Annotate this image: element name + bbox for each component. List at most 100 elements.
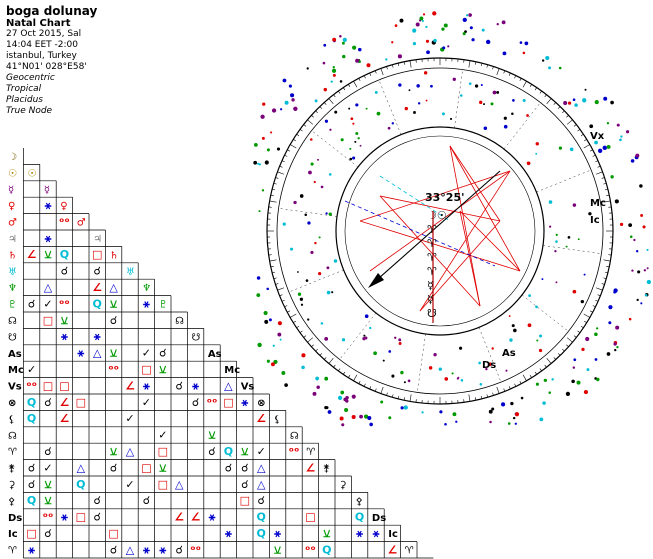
degree-tick <box>553 357 556 360</box>
house-mark <box>549 225 552 228</box>
house-mark <box>565 245 568 248</box>
degree-tick <box>566 119 573 125</box>
inner-ring <box>344 135 536 327</box>
house-mark <box>329 128 332 131</box>
outer-mark <box>301 365 305 370</box>
degree-tick <box>597 165 601 168</box>
aspect-symbol: ⚹ <box>273 527 281 540</box>
stellium-glyph: ♈ <box>427 265 437 278</box>
aspect-symbol: ✓ <box>257 445 266 458</box>
house-mark <box>307 221 311 225</box>
grid-row-glyph: ☿ <box>8 185 14 196</box>
outer-mark <box>616 123 620 127</box>
degree-tick <box>380 68 384 76</box>
aspect-symbol: ∠ <box>27 248 37 261</box>
house-mark <box>349 157 353 161</box>
house-mark <box>398 83 402 87</box>
house-mark <box>503 116 507 120</box>
house-mark <box>430 84 433 88</box>
house-mark <box>483 126 488 131</box>
aspect-symbol: ✓ <box>43 297 52 310</box>
outer-mark <box>397 54 402 59</box>
degree-tick <box>601 177 605 179</box>
outer-mark <box>288 84 292 88</box>
grid-row-glyph: ⚵ <box>8 464 15 475</box>
aspect-symbol: ☌ <box>28 297 35 310</box>
outer-mark <box>512 416 516 420</box>
aspect-symbol: ⚺ <box>44 478 52 491</box>
house-mark <box>365 107 368 110</box>
degree-tick <box>303 124 307 127</box>
house-mark <box>441 112 445 116</box>
aspect-symbol: ⚺ <box>159 461 167 474</box>
house-cusp <box>339 312 377 360</box>
degree-tick <box>281 160 285 163</box>
chart-info: boga dolunay Natal Chart 27 Oct 2015, Sa… <box>6 5 97 117</box>
outer-mark <box>325 406 329 410</box>
aspect-symbol: ☌ <box>94 265 101 278</box>
degree-tick <box>270 194 274 196</box>
degree-tick <box>557 106 561 109</box>
house-mark <box>535 152 538 155</box>
degree-tick <box>277 171 285 175</box>
outer-mark <box>270 131 273 134</box>
outer-mark <box>594 332 598 337</box>
aspect-symbol: ⚹ <box>142 543 150 556</box>
degree-tick <box>475 397 477 401</box>
outer-mark <box>257 162 260 165</box>
outer-mark <box>452 412 457 417</box>
house-mark <box>357 137 360 140</box>
house-mark <box>577 238 580 241</box>
outer-mark <box>640 302 643 305</box>
house-cusp <box>536 169 592 193</box>
outer-mark <box>597 148 603 153</box>
house-mark <box>310 162 314 166</box>
outer-mark <box>455 420 458 423</box>
outer-mark <box>548 66 552 70</box>
outer-mark <box>266 148 270 152</box>
aspect-line <box>359 220 521 272</box>
aspect-symbol: ∠ <box>59 396 69 409</box>
outer-mark <box>380 400 384 404</box>
degree-tick <box>514 75 517 79</box>
degree-tick <box>275 177 279 179</box>
outer-mark <box>522 51 526 55</box>
degree-tick <box>475 61 477 65</box>
house-mark <box>512 99 515 102</box>
aspect-symbol: ∠ <box>92 281 102 294</box>
outer-mark <box>388 416 392 420</box>
grid-row-glyph: ♈ <box>8 546 17 557</box>
aspect-line <box>369 170 511 272</box>
house-mark <box>352 156 356 160</box>
degree-tick <box>468 60 471 68</box>
outer-mark <box>442 46 446 50</box>
degree-tick <box>503 388 506 392</box>
grid-diagonal-glyph: ♄ <box>110 250 119 261</box>
degree-tick <box>328 357 334 364</box>
degree-tick <box>539 90 542 94</box>
house-mark <box>324 336 329 341</box>
aspect-line <box>459 210 481 307</box>
degree-tick <box>508 386 511 390</box>
aspect-symbol: Q <box>355 511 364 524</box>
degree-tick <box>544 364 547 368</box>
degree-tick <box>307 337 314 343</box>
degree-tick <box>296 325 300 328</box>
outer-mark <box>324 376 329 381</box>
degree-tick <box>562 110 565 114</box>
degree-tick <box>324 357 327 360</box>
aspect-symbol: ☌ <box>208 445 215 458</box>
degree-tick <box>324 102 327 105</box>
degree-tick <box>269 200 277 203</box>
degree-tick <box>293 320 296 323</box>
outer-mark <box>462 17 467 23</box>
degree-tick <box>573 335 577 338</box>
aspect-symbol: □ <box>43 314 53 327</box>
grid-diagonal-glyph: ⚳ <box>339 480 346 491</box>
house-mark <box>479 100 483 104</box>
angle-marker: Ic <box>590 215 600 226</box>
degree-tick <box>311 115 314 118</box>
degree-tick <box>363 383 366 387</box>
outer-mark <box>281 371 286 375</box>
aspect-symbol: □ <box>141 461 151 474</box>
